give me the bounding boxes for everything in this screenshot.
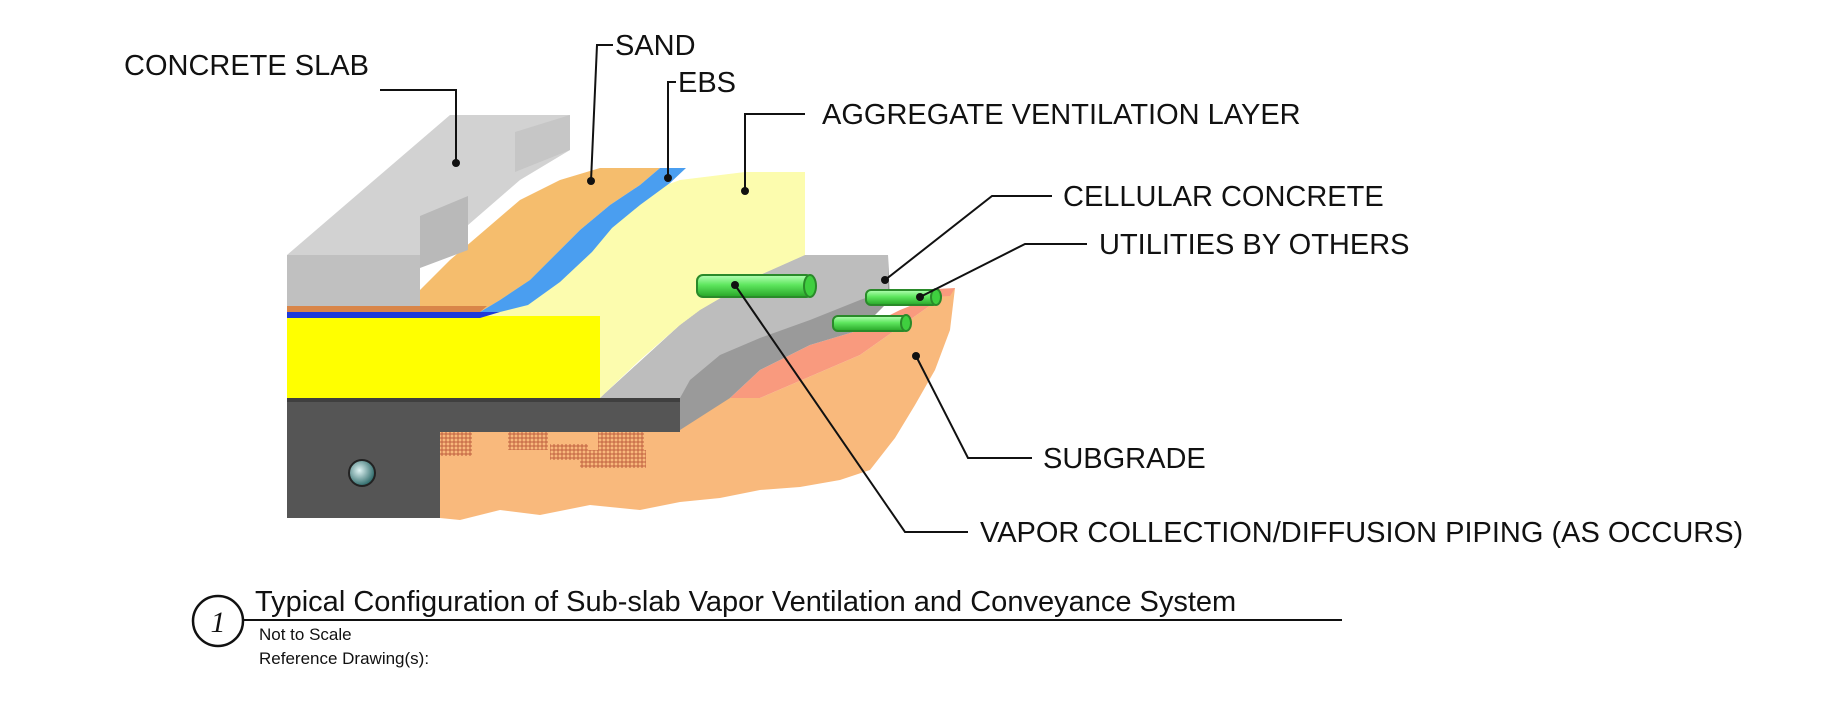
label-aggregate-ventilation-layer: AGGREGATE VENTILATION LAYER <box>822 99 1301 131</box>
pipe-3 <box>832 315 909 332</box>
layer-illustration <box>287 115 955 520</box>
concrete-slab-rear-step <box>515 115 570 172</box>
leader-aggregate <box>744 113 805 191</box>
concrete-slab-front <box>287 255 420 306</box>
callout-labels: CONCRETE SLAB SAND EBS AGGREGATE VENTILA… <box>124 30 1743 549</box>
reference-drawings: Reference Drawing(s): <box>259 649 429 668</box>
sand-strip <box>287 306 487 312</box>
leader-lines <box>380 44 1087 533</box>
sand-layer <box>412 168 660 312</box>
ebs-strip <box>287 312 500 318</box>
leader-vapor-piping <box>734 284 968 533</box>
figure-number: 1 <box>211 606 226 639</box>
pipe-1 <box>696 274 813 298</box>
leader-subgrade <box>915 355 1032 459</box>
label-subgrade: SUBGRADE <box>1043 443 1206 475</box>
leader-ebs <box>667 81 676 178</box>
label-ebs: EBS <box>678 67 736 99</box>
scale-note: Not to Scale <box>259 625 352 644</box>
vent-pipe-end <box>348 459 376 487</box>
footing <box>287 400 680 518</box>
leader-concrete-slab <box>380 89 457 163</box>
utility-pipes <box>696 274 942 332</box>
label-utilities-by-others: UTILITIES BY OTHERS <box>1099 229 1409 261</box>
footing-top-edge <box>287 398 680 402</box>
label-sand: SAND <box>615 30 696 62</box>
ebs-membrane <box>480 168 686 312</box>
figure-title: Typical Configuration of Sub-slab Vapor … <box>255 586 1236 618</box>
leader-utilities <box>919 243 1087 298</box>
gravel-hatching <box>440 432 646 468</box>
leader-cellular-concrete <box>884 195 1052 281</box>
leader-sand <box>590 44 613 182</box>
concrete-slab-step <box>420 196 468 268</box>
aggregate-front-face <box>287 316 600 398</box>
figure-caption: 1 Typical Configuration of Sub-slab Vapo… <box>191 586 1342 668</box>
label-vapor-piping: VAPOR COLLECTION/DIFFUSION PIPING (AS OC… <box>980 517 1743 549</box>
label-cellular-concrete: CELLULAR CONCRETE <box>1063 181 1384 213</box>
label-concrete-slab: CONCRETE SLAB <box>124 50 369 82</box>
